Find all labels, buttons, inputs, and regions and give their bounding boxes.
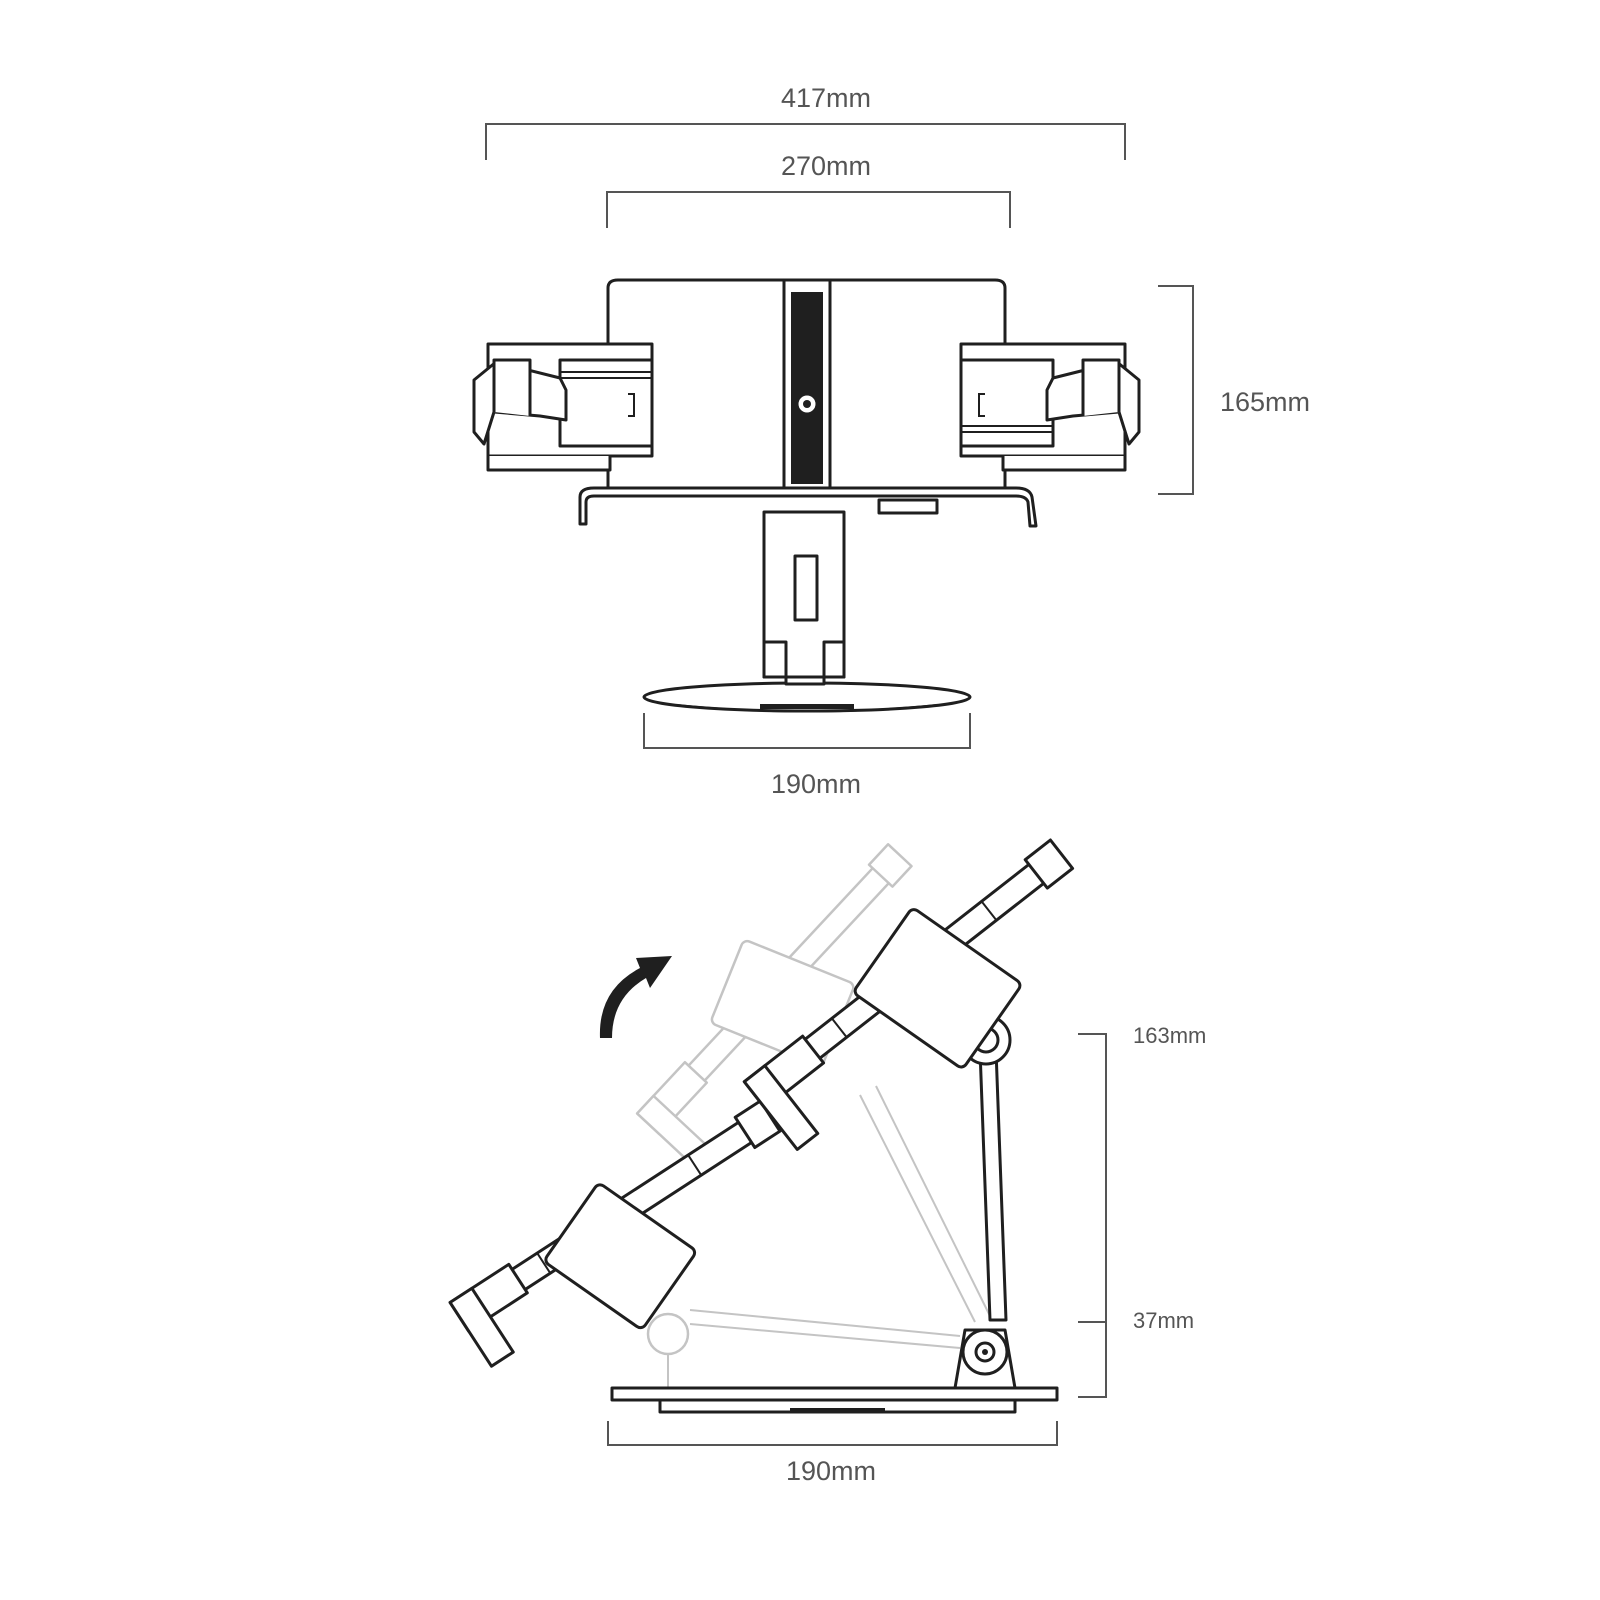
base-width-label: 190mm	[771, 769, 861, 799]
side-view: 163mm 37mm 190mm	[448, 838, 1206, 1486]
dimension-upper-height: 163mm	[1078, 1023, 1206, 1323]
dimension-base-depth: 190mm	[607, 1421, 1058, 1486]
dimension-overall-width: 417mm	[485, 83, 1126, 160]
dimension-base-width: 190mm	[643, 713, 971, 799]
holder-main-position	[742, 838, 1075, 1322]
side-base	[610, 1328, 1059, 1414]
stand-front-drawing	[472, 278, 1141, 713]
dimension-height: 165mm	[1158, 285, 1310, 495]
holder-width-label: 270mm	[781, 151, 871, 181]
dimension-lower-height: 37mm	[1078, 1308, 1194, 1398]
lower-height-label: 37mm	[1133, 1308, 1194, 1333]
left-clamp	[472, 342, 654, 472]
holder-low-position	[448, 1099, 961, 1388]
rotation-arrow-icon	[599, 956, 672, 1038]
overall-width-label: 417mm	[781, 83, 871, 113]
height-label: 165mm	[1220, 387, 1310, 417]
upper-height-label: 163mm	[1133, 1023, 1206, 1048]
dimension-holder-width: 270mm	[606, 151, 1011, 228]
front-view: 417mm 270mm 165mm 190mm	[472, 83, 1310, 799]
right-clamp	[959, 342, 1141, 472]
holder-ghost-position	[635, 843, 991, 1323]
base-depth-label: 190mm	[786, 1456, 876, 1486]
